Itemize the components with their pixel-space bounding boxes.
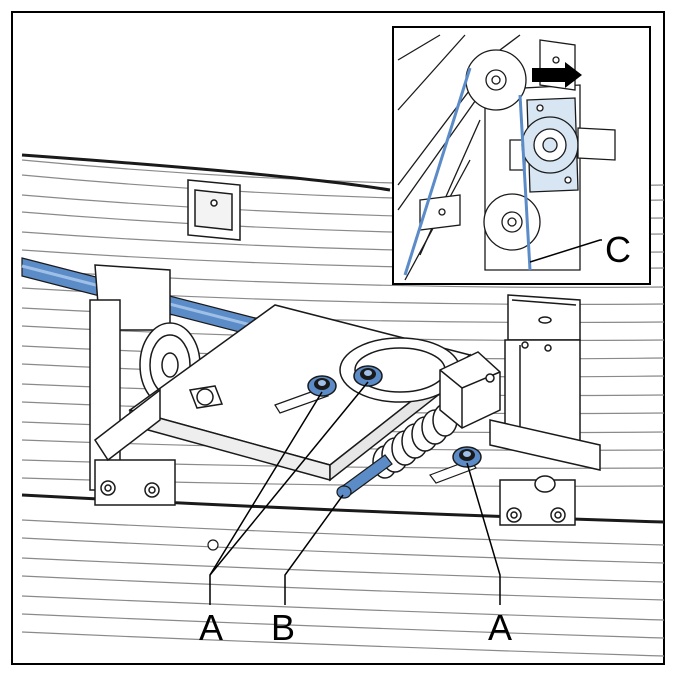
callout-c-leader (529, 239, 602, 263)
callout-b: B (271, 607, 295, 648)
inset-pulleys (465, 49, 541, 251)
drum-edge-top (21, 153, 391, 192)
screw-a-1 (307, 375, 337, 397)
inset-detail: C (392, 26, 651, 285)
callout-a-right: A (488, 607, 512, 648)
bracket-right (489, 294, 601, 526)
spring-rod (336, 454, 393, 499)
inset-motor (521, 97, 616, 193)
screw-a-2 (353, 365, 383, 387)
callout-leaders (209, 381, 501, 605)
callout-c: C (605, 229, 631, 270)
callout-a-left: A (199, 607, 223, 648)
drum-bracket (187, 179, 241, 241)
spring-block (439, 351, 501, 429)
tension-spring (372, 403, 458, 479)
right-arrow-icon (532, 62, 582, 88)
screw-a-3 (452, 446, 482, 468)
inset-belt (403, 67, 532, 276)
drum-hole (207, 539, 219, 551)
